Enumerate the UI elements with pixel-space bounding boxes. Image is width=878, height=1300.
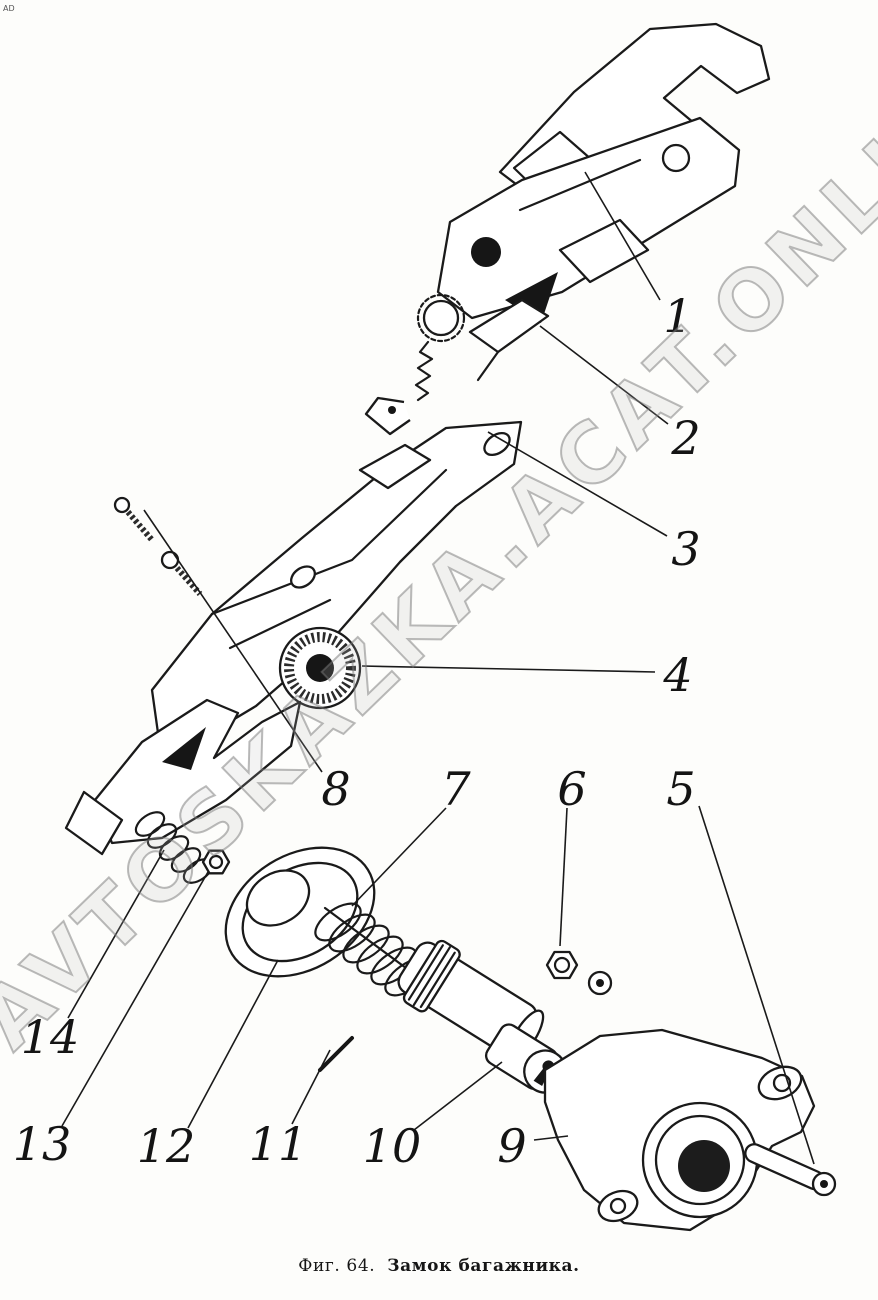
part-housing-9 <box>543 1028 816 1232</box>
callout-leader-3 <box>487 431 668 537</box>
callout-4: 4 <box>662 648 692 702</box>
callout-leader-10 <box>413 1061 503 1131</box>
callout-leader-12 <box>187 959 279 1129</box>
figure-title: Замок багажника. <box>387 1256 580 1276</box>
part-escutcheon-12 <box>224 846 376 978</box>
part-screws <box>113 496 203 596</box>
callout-leader-2 <box>539 325 669 425</box>
callout-13: 13 <box>13 1117 72 1171</box>
callout-12: 12 <box>137 1119 196 1173</box>
figure-number: Фиг. 64. <box>298 1256 376 1276</box>
part-pin-11 <box>318 1036 354 1072</box>
corner-mark: AD <box>3 4 15 13</box>
callout-3: 3 <box>671 522 700 576</box>
callout-11: 11 <box>249 1117 308 1171</box>
callout-14: 14 <box>21 1010 80 1064</box>
callout-2: 2 <box>670 411 700 465</box>
callout-leader-8 <box>143 509 323 773</box>
part-nut-6 <box>545 950 613 996</box>
part-hook-latch <box>64 698 302 856</box>
callout-leader-7 <box>351 807 447 907</box>
callout-8: 8 <box>321 762 350 816</box>
part-grommet <box>278 626 362 710</box>
callout-leader-9 <box>533 1135 569 1141</box>
callout-6: 6 <box>557 762 586 816</box>
callout-leader-13 <box>61 871 209 1127</box>
callout-5: 5 <box>666 762 695 816</box>
callout-leader-5 <box>698 805 815 1165</box>
part-washer-13 <box>201 849 231 875</box>
figure-caption: Фиг. 64. Замок багажника. <box>0 1256 878 1276</box>
callout-10: 10 <box>363 1119 422 1173</box>
callout-leader-14 <box>67 849 165 1019</box>
part-lock-bracket <box>436 116 741 323</box>
part-spring-rod <box>364 293 466 436</box>
part-mounting-bracket <box>150 420 523 744</box>
callout-7: 7 <box>441 762 471 816</box>
callout-leader-11 <box>291 1049 331 1125</box>
callout-1: 1 <box>663 289 692 343</box>
callout-leader-1 <box>584 171 661 301</box>
callout-leader-4 <box>361 665 656 673</box>
part-latch-lever <box>468 298 550 382</box>
part-link-arm-5 <box>744 1143 837 1197</box>
callout-9: 9 <box>497 1119 526 1173</box>
callout-leader-6 <box>559 807 568 947</box>
